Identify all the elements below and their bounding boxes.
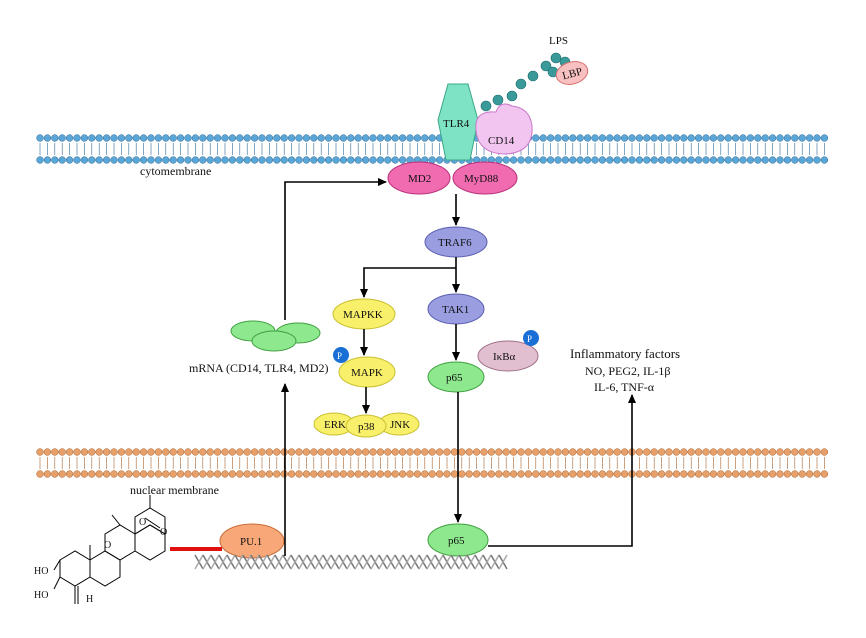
mol-ho-2: HO xyxy=(34,590,48,601)
svg-text:ERK: ERK xyxy=(324,419,346,431)
erk-protein: ERK xyxy=(313,412,355,436)
svg-text:p38: p38 xyxy=(358,421,375,433)
cytomembrane xyxy=(36,134,829,164)
p65-cytoplasm: p65 xyxy=(427,361,485,393)
mol-h: H xyxy=(86,594,93,605)
svg-text:P: P xyxy=(527,334,532,344)
lbp-protein: LBP xyxy=(555,61,589,85)
p65-nucleus: p65 xyxy=(427,523,489,557)
traf6-protein: TRAF6 xyxy=(424,226,488,258)
mrna-label: mRNA (CD14, TLR4, MD2) xyxy=(189,361,328,375)
mol-o-2: O xyxy=(139,517,146,528)
cytomembrane-label: cytomembrane xyxy=(140,164,211,178)
inflammatory-title: Inflammatory factors xyxy=(570,346,680,361)
svg-text:JNK: JNK xyxy=(390,419,410,431)
cd14-protein: CD14 xyxy=(475,103,533,155)
inflammatory-line1: NO, PEG2, IL-1β xyxy=(585,364,670,378)
svg-text:PU.1: PU.1 xyxy=(240,536,262,548)
myd88-protein: MyD88 xyxy=(452,161,518,195)
p38-protein: p38 xyxy=(345,414,387,438)
svg-text:MyD88: MyD88 xyxy=(464,173,499,185)
svg-text:TRAF6: TRAF6 xyxy=(438,237,472,249)
svg-text:MAPKK: MAPKK xyxy=(343,309,383,321)
lps-label: LPS xyxy=(549,35,568,47)
svg-text:p65: p65 xyxy=(446,372,463,384)
svg-text:P: P xyxy=(337,351,342,361)
mapk-protein: MAPK xyxy=(338,356,396,388)
mrna-molecules xyxy=(230,320,321,352)
dna-helix xyxy=(194,554,508,570)
compound-structure xyxy=(53,495,166,604)
mol-o-1: O xyxy=(104,540,111,551)
svg-text:CD14: CD14 xyxy=(488,135,515,147)
svg-text:TAK1: TAK1 xyxy=(442,304,469,316)
tak1-protein: TAK1 xyxy=(427,293,485,325)
pathway-arrows xyxy=(281,178,636,556)
ikba-phospho: P xyxy=(523,330,539,346)
inflammatory-line2: IL-6, TNF-α xyxy=(594,380,655,394)
svg-text:MD2: MD2 xyxy=(408,173,431,185)
pu1-protein: PU.1 xyxy=(219,523,285,559)
mol-o-3: O xyxy=(160,527,167,538)
md2-protein: MD2 xyxy=(387,161,451,195)
svg-text:LBP: LBP xyxy=(561,66,584,83)
svg-text:TLR4: TLR4 xyxy=(443,118,470,130)
lps-molecules xyxy=(480,52,571,112)
mol-ho-1: HO xyxy=(34,566,48,577)
mapk-phospho: P xyxy=(333,347,349,363)
tlr4-receptor: TLR4 xyxy=(437,83,479,161)
nuclear-membrane-label: nuclear membrane xyxy=(130,483,219,497)
ikba-protein: IκBα xyxy=(477,340,539,372)
nuclear-membrane xyxy=(36,448,829,478)
svg-text:MAPK: MAPK xyxy=(351,367,383,379)
svg-text:IκBα: IκBα xyxy=(493,351,516,363)
mapkk-protein: MAPKK xyxy=(332,298,396,330)
svg-text:p65: p65 xyxy=(448,535,465,547)
